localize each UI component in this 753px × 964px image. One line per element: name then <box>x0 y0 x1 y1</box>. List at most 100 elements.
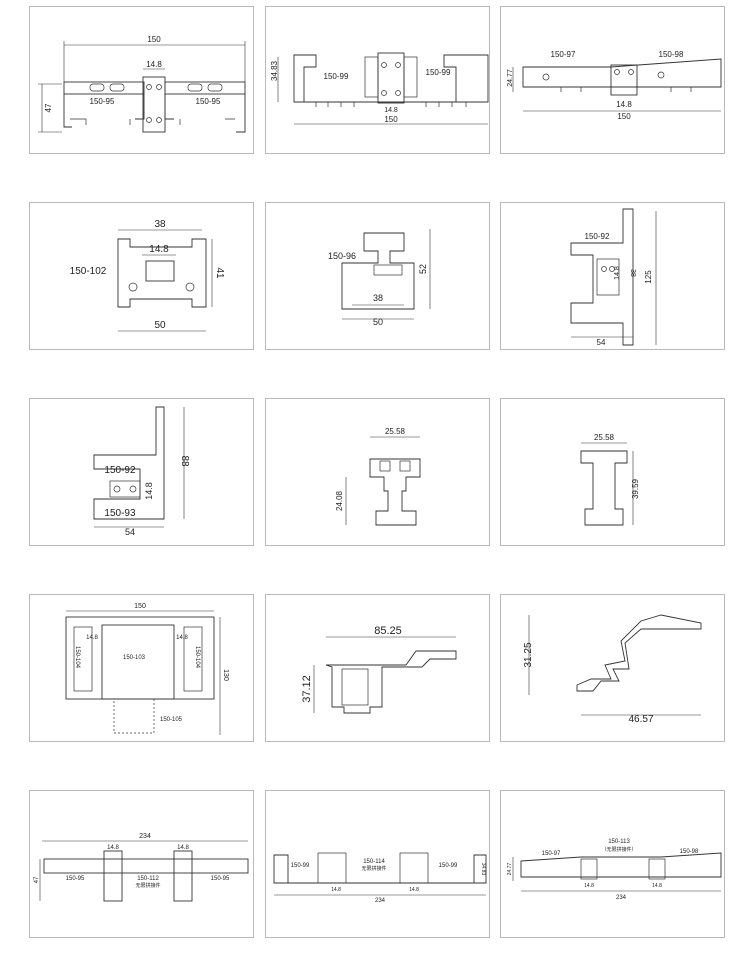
dimension-label: 14.8 <box>331 887 341 893</box>
dimension-label: 47 <box>34 876 40 883</box>
dimension-label: 150-97 <box>542 851 561 857</box>
profile-panel-5: 52 150-96 38 50 <box>265 202 490 350</box>
profile-panel-12: 31.25 46.57 <box>500 594 725 742</box>
dimension-label: 14.8 <box>409 887 419 893</box>
profile-drawing: 85.25 37.12 <box>301 625 457 714</box>
dimension-label: 150-113 <box>608 839 630 845</box>
profile-panel-6: 150-92 14.8 38 125 54 <box>500 202 725 350</box>
dimension-label: 150-104 <box>194 646 200 669</box>
dimension-label: 130 <box>222 669 229 681</box>
profile-drawing: 150 14.8 14.8 150-104 150-103 150-104 13… <box>65 603 229 735</box>
dimension-label: 无限拼接件 <box>135 882 160 889</box>
dimension-label: 38 <box>154 219 166 230</box>
dimension-label: 150-102 <box>70 266 107 277</box>
profile-drawing: 25.58 39.59 <box>580 433 640 526</box>
dimension-label: 150-103 <box>123 655 146 661</box>
dimension-label: 24.77 <box>507 69 514 87</box>
dimension-label: 150 <box>384 115 398 124</box>
dimension-label: 150-105 <box>160 717 183 723</box>
dimension-label: 125 <box>644 270 653 284</box>
dimension-label: 46.57 <box>628 714 653 725</box>
dimension-label: 14.8 <box>146 60 162 69</box>
dimension-label: 150-112 <box>137 876 159 882</box>
dimension-label: 85.25 <box>374 625 402 637</box>
dimension-label: 14.8 <box>149 244 169 255</box>
dimension-label: 150-114 <box>363 859 385 865</box>
dimension-label: 14.8 <box>616 100 632 109</box>
dimension-label: 150-99 <box>426 68 451 77</box>
dimension-label: 14.8 <box>614 266 621 280</box>
dimension-label: 14.8 <box>144 482 154 500</box>
profile-drawing: 24.77 150-97 150-98 14.8 150 <box>507 50 722 121</box>
profile-drawing: 150-113 （无限拼接件） 24.77 150-97 150-98 14.8… <box>507 839 722 901</box>
dimension-label: 150-96 <box>328 251 356 261</box>
dimension-label: 150-97 <box>551 50 576 59</box>
dimension-label: 14.8 <box>384 107 398 114</box>
dimension-label: 14.8 <box>177 845 189 851</box>
dimension-label: 24.08 <box>335 490 344 511</box>
profile-drawing: 150-92 14.8 150-93 88 54 <box>93 406 190 537</box>
dimension-label: 34.83 <box>480 863 486 876</box>
dimension-label: 34.83 <box>270 60 279 81</box>
dimension-label: 234 <box>139 833 151 840</box>
profile-drawing: 34.83 150-99 150-99 150 14.8 <box>270 52 489 125</box>
dimension-label: 38 <box>629 269 636 277</box>
dimension-label: 无限拼接件 <box>361 865 386 872</box>
profile-panel-7: 150-92 14.8 150-93 88 54 <box>29 398 254 546</box>
dimension-label: 88 <box>179 455 190 467</box>
dimension-label: 150-99 <box>324 72 349 81</box>
dimension-label: 14.8 <box>652 883 662 889</box>
profile-drawing: 31.25 46.57 <box>523 614 702 725</box>
profile-drawing: 150 14.8 47 150-95 150-95 <box>38 35 246 133</box>
dimension-label: 24.77 <box>507 863 513 876</box>
dim-150: 150 <box>147 35 161 44</box>
dimension-label: 25.58 <box>385 427 406 436</box>
profile-panel-4: 38 14.8 150-102 41 50 <box>29 202 254 350</box>
profile-panel-10: 150 14.8 14.8 150-104 150-103 150-104 13… <box>29 594 254 742</box>
dimension-label: 150-92 <box>585 232 610 241</box>
dimension-label: 150-95 <box>196 97 221 106</box>
dimension-label: 150-92 <box>104 465 136 476</box>
dimension-label: 150-95 <box>66 876 85 882</box>
profile-drawing: 52 150-96 38 50 <box>328 229 431 327</box>
dimension-label: 14.8 <box>86 635 98 641</box>
dimension-label: 234 <box>616 895 627 901</box>
dimension-label: 39.59 <box>631 478 640 499</box>
profile-drawing: 150-92 14.8 38 125 54 <box>570 208 657 347</box>
dimension-label: 150 <box>134 603 146 610</box>
dimension-label: 14.8 <box>107 845 119 851</box>
dimension-label: 50 <box>154 320 166 331</box>
dimension-label: 150-99 <box>291 863 310 869</box>
dimension-label: 150-95 <box>90 97 115 106</box>
dimension-label: 52 <box>418 264 428 274</box>
dimension-label: 54 <box>597 338 606 347</box>
dimension-label: 234 <box>375 898 386 904</box>
profile-panel-1: 150 14.8 47 150-95 150-95 <box>29 6 254 154</box>
profile-drawing: 25.58 24.08 <box>335 427 421 526</box>
profile-drawing: 234 14.8 14.8 47 150-95 150-112 无限拼接件 15… <box>34 833 249 902</box>
dimension-label: 14.8 <box>176 635 188 641</box>
dimension-label: 14.8 <box>584 883 594 889</box>
dimension-label: 150-95 <box>211 876 230 882</box>
profile-panel-8: 25.58 24.08 <box>265 398 490 546</box>
dimension-label: 150-98 <box>659 50 684 59</box>
dimension-label: 41 <box>214 267 225 279</box>
profile-panel-2: 34.83 150-99 150-99 150 14.8 <box>265 6 490 154</box>
profile-panel-9: 25.58 39.59 <box>500 398 725 546</box>
dimension-label: 38 <box>373 293 383 303</box>
dimension-label: （无限拼接件） <box>601 846 636 853</box>
dimension-label: 37.12 <box>301 675 313 703</box>
dimension-label: 54 <box>125 527 135 537</box>
profile-drawing: 150-99 150-114 无限拼接件 150-99 34.83 14.8 1… <box>273 852 487 904</box>
dimension-label: 150-104 <box>74 646 80 669</box>
dimension-label: 150-93 <box>104 508 136 519</box>
dimension-label: 150 <box>617 112 631 121</box>
dimension-label: 150-99 <box>439 863 458 869</box>
profile-panel-3: 24.77 150-97 150-98 14.8 150 <box>500 6 725 154</box>
dimension-label: 31.25 <box>523 642 534 667</box>
profile-drawing: 38 14.8 150-102 41 50 <box>70 219 225 332</box>
dimension-label: 25.58 <box>594 433 615 442</box>
dimension-label: 50 <box>373 317 383 327</box>
profile-panel-11: 85.25 37.12 <box>265 594 490 742</box>
dimension-label: 47 <box>44 103 53 112</box>
